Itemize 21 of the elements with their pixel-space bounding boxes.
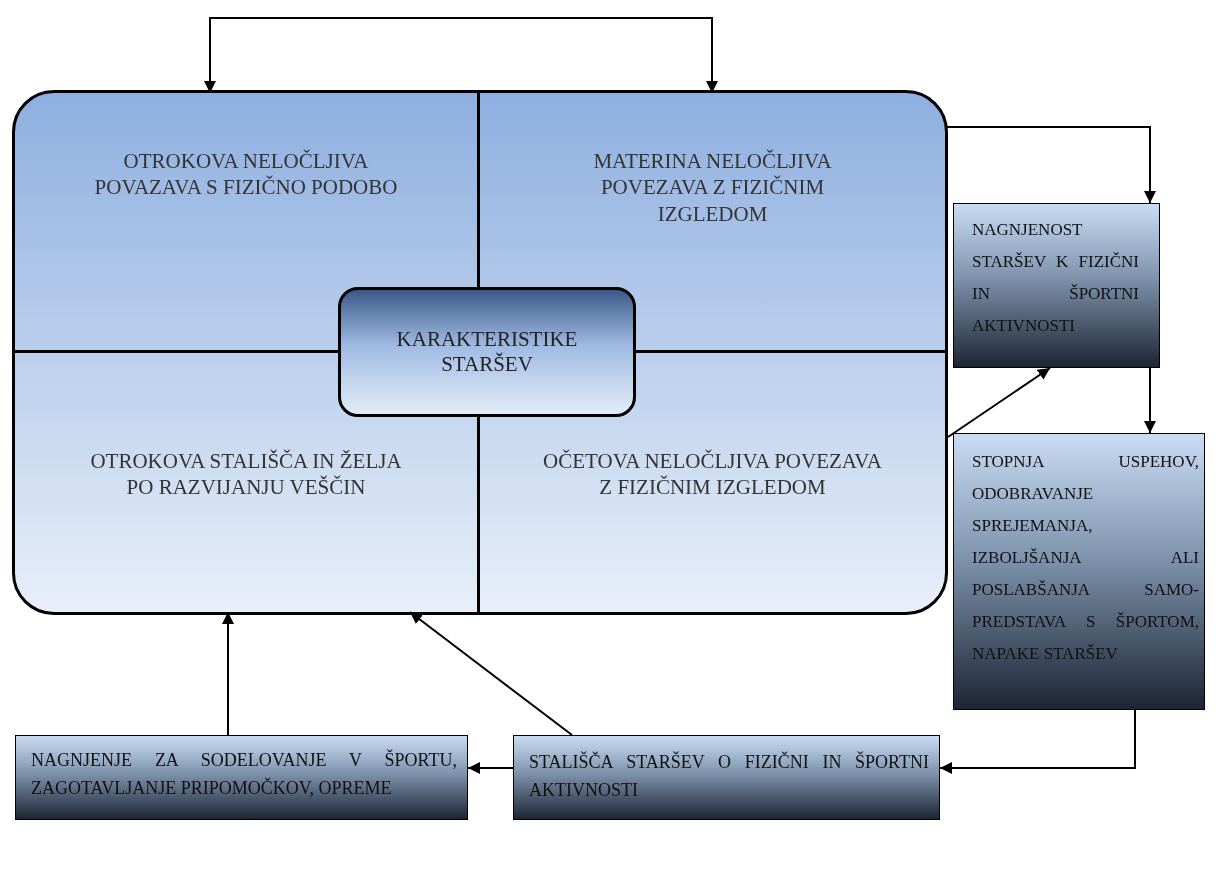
arrow [1144, 367, 1156, 434]
node-label: MATERINA NELOČLJIVA POVEZAVA Z FIZIČNIM IZGLEDOM [592, 148, 833, 227]
arrow [939, 709, 1136, 774]
node-label: STALIŠČA STARŠEV O FIZIČNI IN ŠPORTNI AKTIVNOSTI [529, 750, 929, 802]
diagram-panel [12, 90, 948, 615]
node-label: NAGNJENOST STARŠEV K FIZIČNI IN ŠPORTNI AKTIVNOSTI [972, 219, 1139, 337]
process-box [953, 203, 1160, 368]
node-label: OČETOVA NELOČLJIVA POVEZAVA Z FIZIČNIM IZGLEDOM [542, 448, 883, 501]
process-box [953, 433, 1205, 710]
node-label: OTROKOVA STALIŠČA IN ŽELJA PO RAZVIJANJU VEŠČIN [89, 448, 403, 501]
node-label: NAGNJENJE ZA SODELOVANJE V ŠPORTU, ZAGOTAVLJANJE PRIPOMOČKOV, OPREME [31, 748, 457, 800]
arrow [467, 762, 514, 774]
node-label: OTROKOVA NELOČLJIVA POVAZAVA S FIZIČNO PODOBO [93, 148, 399, 201]
node-label: KARAKTERISTIKE STARŠEV [395, 326, 579, 378]
arrow [409, 611, 573, 736]
node-label: STOPNJA USPEHOV, ODOBRAVANJE SPREJEMANJA, IZBOLJŠANJA ALI POSLABŠANJA SAMO-PREDSTAVA S ŠPORTOM, NAPAKE STARŠEV [972, 451, 1199, 665]
arrow [944, 126, 1156, 204]
arrow [947, 367, 1051, 438]
process-box [513, 735, 940, 820]
process-box [15, 735, 468, 820]
center-box [338, 287, 636, 417]
